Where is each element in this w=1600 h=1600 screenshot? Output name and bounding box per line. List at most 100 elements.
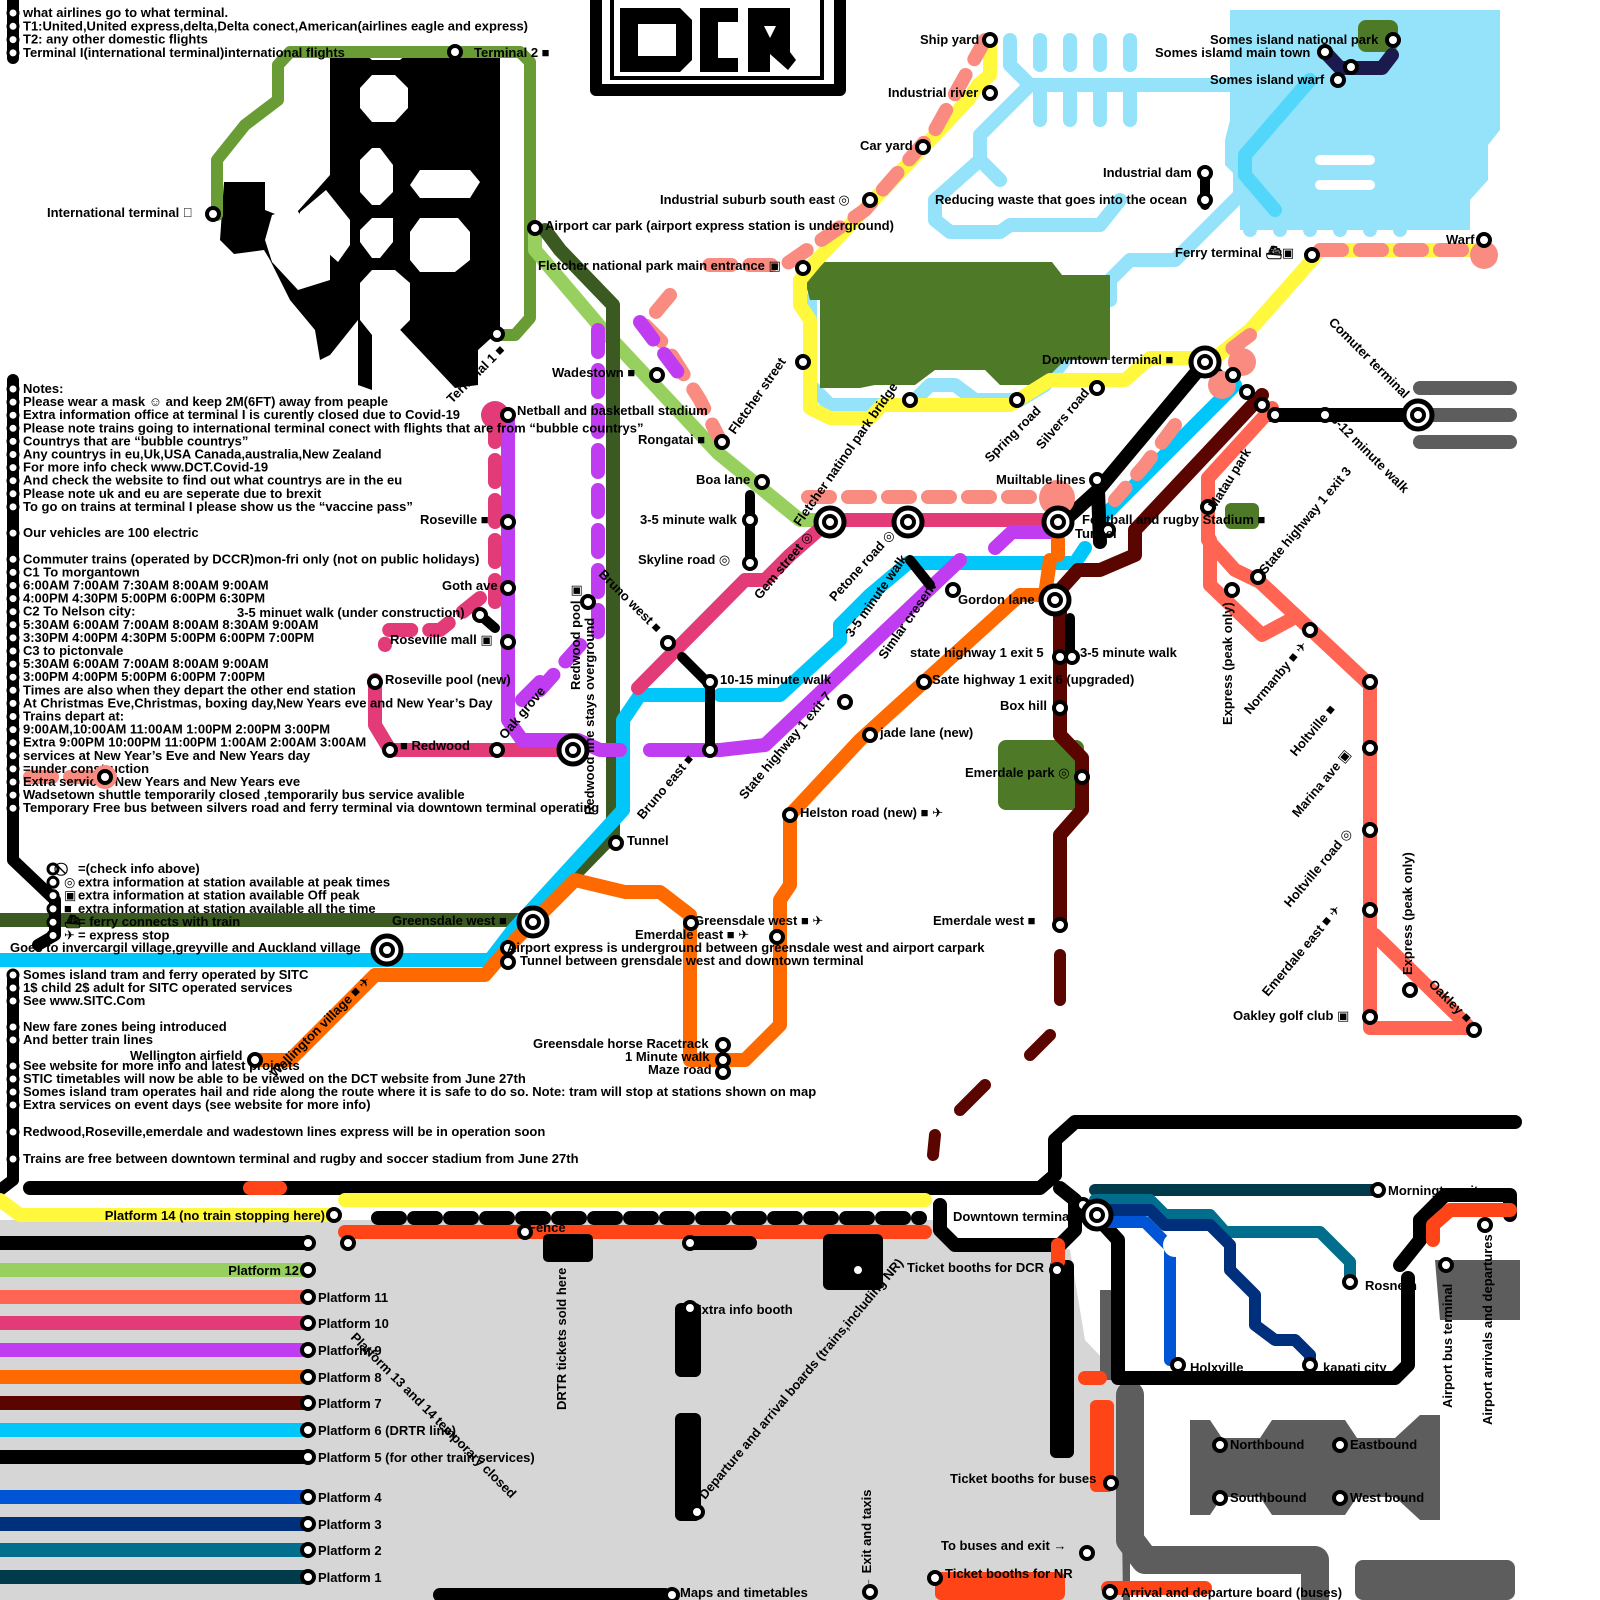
station-marker[interactable] [754,474,770,490]
platform-stop[interactable] [300,1449,316,1465]
station-marker[interactable] [1476,232,1492,248]
label-northbound[interactable]: Northbound [1230,1437,1304,1452]
label-box-hill[interactable]: Box hill [1000,698,1047,713]
station-marker[interactable] [927,1570,943,1586]
station-marker[interactable] [1362,822,1378,838]
station-marker[interactable] [1225,367,1241,383]
station-marker[interactable] [382,742,398,758]
station-marker[interactable] [660,635,676,651]
platform-stop[interactable] [300,1342,316,1358]
label-roseville[interactable]: Roseville ■ [420,512,489,527]
platform-label[interactable]: Platform 1 [318,1570,382,1585]
label-roseville-pool[interactable]: Roseville pool (new) [385,672,511,687]
station-marker[interactable] [664,1587,680,1600]
label-warf[interactable]: Warf [1446,232,1475,247]
platform-stop[interactable] [340,1235,356,1251]
platform-label[interactable]: Platform 10 [318,1316,389,1331]
station-marker[interactable] [1362,1009,1378,1025]
platform-label[interactable]: Platform 4 [318,1490,382,1505]
station-marker[interactable] [1212,1490,1228,1506]
station-marker[interactable] [837,694,853,710]
label-airport-bus-terminal[interactable]: Airport bus terminal [1440,1284,1455,1408]
label-holtville[interactable]: Holtville ■ [1287,702,1338,759]
platform-stop[interactable] [300,1422,316,1438]
label-industrial-dam[interactable]: Industrial dam [1103,165,1192,180]
label-holtville-road[interactable]: Holtville road ◎ [1281,826,1355,910]
label-westbound[interactable]: West bound [1350,1490,1424,1505]
label-ticket-dcr[interactable]: Ticket booths for DCR [907,1260,1045,1275]
station-marker[interactable] [1102,1584,1118,1600]
station-marker[interactable] [689,1504,705,1520]
station-marker[interactable] [1250,569,1266,585]
platform-label[interactable]: Platform 11 [318,1290,388,1305]
station-marker[interactable] [1103,1475,1119,1491]
platform-stop[interactable] [300,1289,316,1305]
label-netball-stadium[interactable]: Netball and basketball stadium [517,403,708,418]
label-stadium[interactable]: Football and rugby Stadium ■ [1082,512,1266,527]
station-marker[interactable] [1466,1022,1482,1038]
station-marker[interactable] [982,85,998,101]
station-marker[interactable] [702,674,718,690]
label-tunnel[interactable]: Tunnel [627,833,669,848]
station-marker[interactable] [1267,407,1283,423]
label-ferry-terminal[interactable]: Ferry terminal ⛴▣ [1175,245,1294,260]
label-airport-car-park[interactable]: Airport car park (airport express statio… [545,218,894,233]
label-ticket-nr[interactable]: Ticket booths for NR [945,1566,1073,1581]
label-rosneth[interactable]: Rosneth [1365,1278,1417,1293]
station-marker[interactable] [1317,407,1333,423]
station-marker[interactable] [447,44,463,60]
station-marker[interactable] [205,206,221,222]
label-terminal-2[interactable]: Terminal 2 ■ [474,45,550,60]
platform-label[interactable]: Platform 9 [318,1343,382,1358]
label-emerdale-east-2[interactable]: Emerdale east ■ ✈ [1259,902,1344,999]
station-marker[interactable] [1317,44,1333,60]
station-marker[interactable] [489,326,505,342]
station-marker[interactable] [1362,674,1378,690]
station-marker[interactable] [500,634,516,650]
platform-label[interactable]: Platform 5 (for other train services) [318,1450,535,1465]
label-extra-info-booth[interactable]: Extra info booth [693,1302,793,1317]
label-wadestown[interactable]: Wadestown ■ [552,365,635,380]
station-marker[interactable] [1009,392,1025,408]
label-somes-main[interactable]: Somes islamd main town [1155,45,1310,60]
label-sh1-exit6[interactable]: Sate highway 1 exit 6 (upgraded) [932,672,1134,687]
station-marker[interactable] [1079,1545,1095,1561]
label-bruno-east[interactable]: Bruno east ■ [634,751,697,822]
platform-stop[interactable] [300,1369,316,1385]
label-jade-lane[interactable]: jade lane (new) [879,725,973,740]
station-marker[interactable] [915,139,931,155]
label-somes-warf[interactable]: Somes island warf [1210,72,1325,87]
station-marker[interactable] [1200,499,1216,515]
label-southbound[interactable]: Southbound [1230,1490,1307,1505]
station-marker[interactable] [500,580,516,596]
station-marker[interactable] [1362,740,1378,756]
label-car-yard[interactable]: Car yard [860,138,913,153]
label-oakley-golf[interactable]: Oakley golf club ▣ [1233,1008,1349,1023]
station-marker[interactable] [1370,1182,1386,1198]
station-marker[interactable] [982,32,998,48]
label-roseville-mall[interactable]: Roseville mall ▣ [390,632,493,647]
station-marker[interactable] [500,954,516,970]
label-tunnel-2[interactable]: Tunnel [1075,526,1117,541]
label-industrial-river[interactable]: Industrial river [888,85,978,100]
station-marker[interactable] [1074,769,1090,785]
platform-stop[interactable] [300,1542,316,1558]
station-marker[interactable] [1342,1274,1358,1290]
station-marker[interactable] [1049,1262,1065,1278]
label-international-terminal[interactable]: International terminal ⃠ [47,205,193,220]
label-normanby[interactable]: Normanby ■ ✈ [1241,638,1311,717]
station-marker[interactable] [702,742,718,758]
label-goth-ave[interactable]: Goth ave [442,578,498,593]
platform-stop[interactable] [300,1395,316,1411]
platform-stop[interactable] [300,1315,316,1331]
station-marker[interactable] [500,514,516,530]
station-marker[interactable] [683,915,699,931]
station-marker[interactable] [902,392,918,408]
station-marker[interactable] [714,434,730,450]
station-marker[interactable] [862,192,878,208]
label-holxville[interactable]: Holxville [1190,1360,1243,1375]
station-marker[interactable] [1197,192,1213,208]
station-marker[interactable] [1332,1437,1348,1453]
station-marker[interactable] [1332,1490,1348,1506]
station-marker[interactable] [742,555,758,571]
